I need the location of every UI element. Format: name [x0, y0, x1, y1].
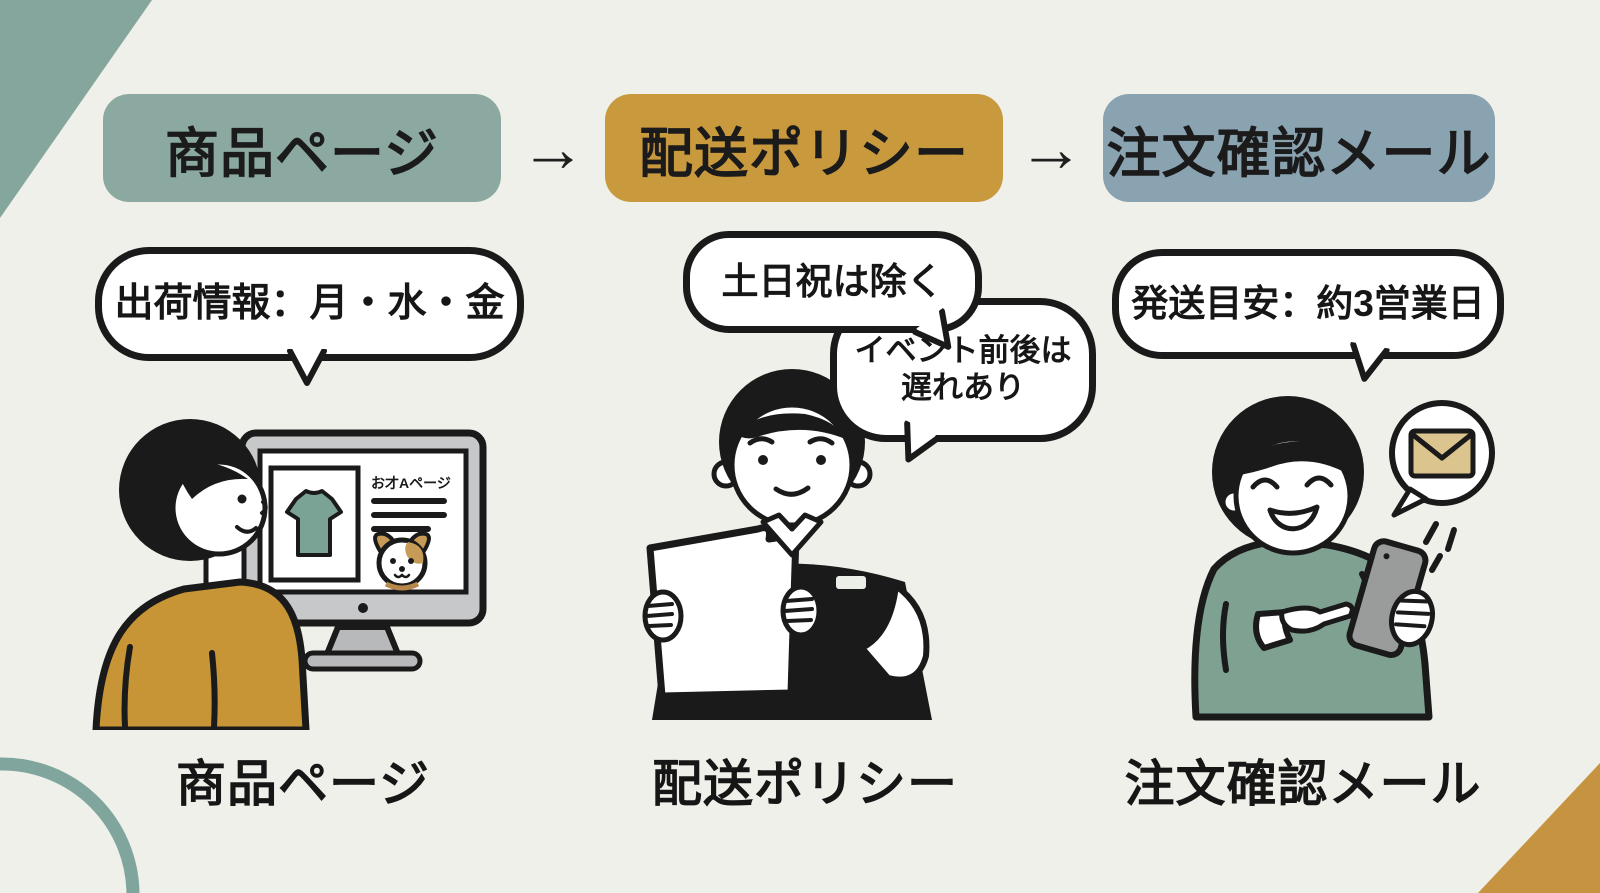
illustration-shipping-policy	[642, 369, 932, 720]
speech-bubble-excluding-holidays: 土日祝は除く	[683, 231, 982, 350]
speech-bubble-shipping-info-text: 出荷情報：月・水・金	[114, 281, 505, 325]
staff-illustration	[642, 369, 932, 720]
notification-sparkles	[1423, 521, 1457, 573]
header-order-email-label: 注文確認メール	[1106, 123, 1492, 184]
email-bubble	[1389, 400, 1495, 518]
header-product-page: 商品ページ	[103, 94, 501, 202]
right-hand	[780, 584, 822, 638]
happy-closed-eyes	[1250, 475, 1334, 490]
speech-bubble-excluding-holidays-text: 土日祝は除く	[721, 261, 944, 303]
speech-bubble-tail	[912, 308, 952, 350]
envelope-icon	[1408, 428, 1476, 479]
corner-triangle-bottom-right	[1478, 763, 1600, 893]
left-hand	[642, 589, 684, 643]
caption-shipping-policy: 配送ポリシー	[652, 756, 958, 812]
tshirt-icon	[285, 489, 343, 557]
mustard-sweater	[92, 578, 310, 730]
shirt-collar	[760, 512, 824, 558]
customer-phone-illustration	[1191, 396, 1495, 721]
header-shipping-policy: 配送ポリシー	[605, 94, 1003, 202]
header-shipping-policy-label: 配送ポリシー	[639, 123, 969, 184]
screen-page-title: お才Aページ	[371, 475, 451, 491]
speech-bubble-shipping-estimate: 発送目安：約3営業日	[1112, 249, 1504, 382]
corner-triangle-top-left	[0, 0, 152, 218]
monitor-illustration: お才Aページ	[238, 429, 487, 672]
flow-arrow-icon: →	[520, 111, 586, 185]
caption-order-email: 注文確認メール	[1124, 756, 1482, 812]
speech-bubble-tail	[287, 349, 327, 386]
caption-product-page: 商品ページ	[176, 756, 430, 812]
speech-bubble-event-delay-text: イベント前後は 遅れあり	[855, 333, 1072, 406]
speech-bubble-tail	[1350, 341, 1390, 382]
illustration-product-page: お才Aページ	[92, 419, 487, 730]
header-product-page-label: 商品ページ	[165, 123, 439, 184]
speech-bubble-shipping-info: 出荷情報：月・水・金	[95, 247, 524, 386]
header-order-email: 注文確認メール	[1103, 94, 1495, 202]
product-image-frame	[268, 465, 361, 583]
open-smile	[1267, 504, 1320, 532]
dog-icon	[373, 531, 431, 591]
speech-bubble-shipping-estimate-text: 発送目安：約3営業日	[1131, 283, 1485, 325]
pointing-hand	[1279, 601, 1355, 634]
flow-arrow-icon: →	[1018, 111, 1084, 185]
corner-ring-bottom-left	[0, 757, 140, 893]
speech-bubble-tail	[904, 420, 941, 463]
customer-illustration	[92, 419, 310, 730]
event-delay-line2: 遅れあり	[901, 370, 1025, 405]
illustration-order-email	[1191, 396, 1495, 721]
event-delay-line1: イベント前後は	[854, 333, 1072, 369]
holding-hand	[1389, 588, 1435, 648]
screen-text-lines	[371, 498, 447, 532]
